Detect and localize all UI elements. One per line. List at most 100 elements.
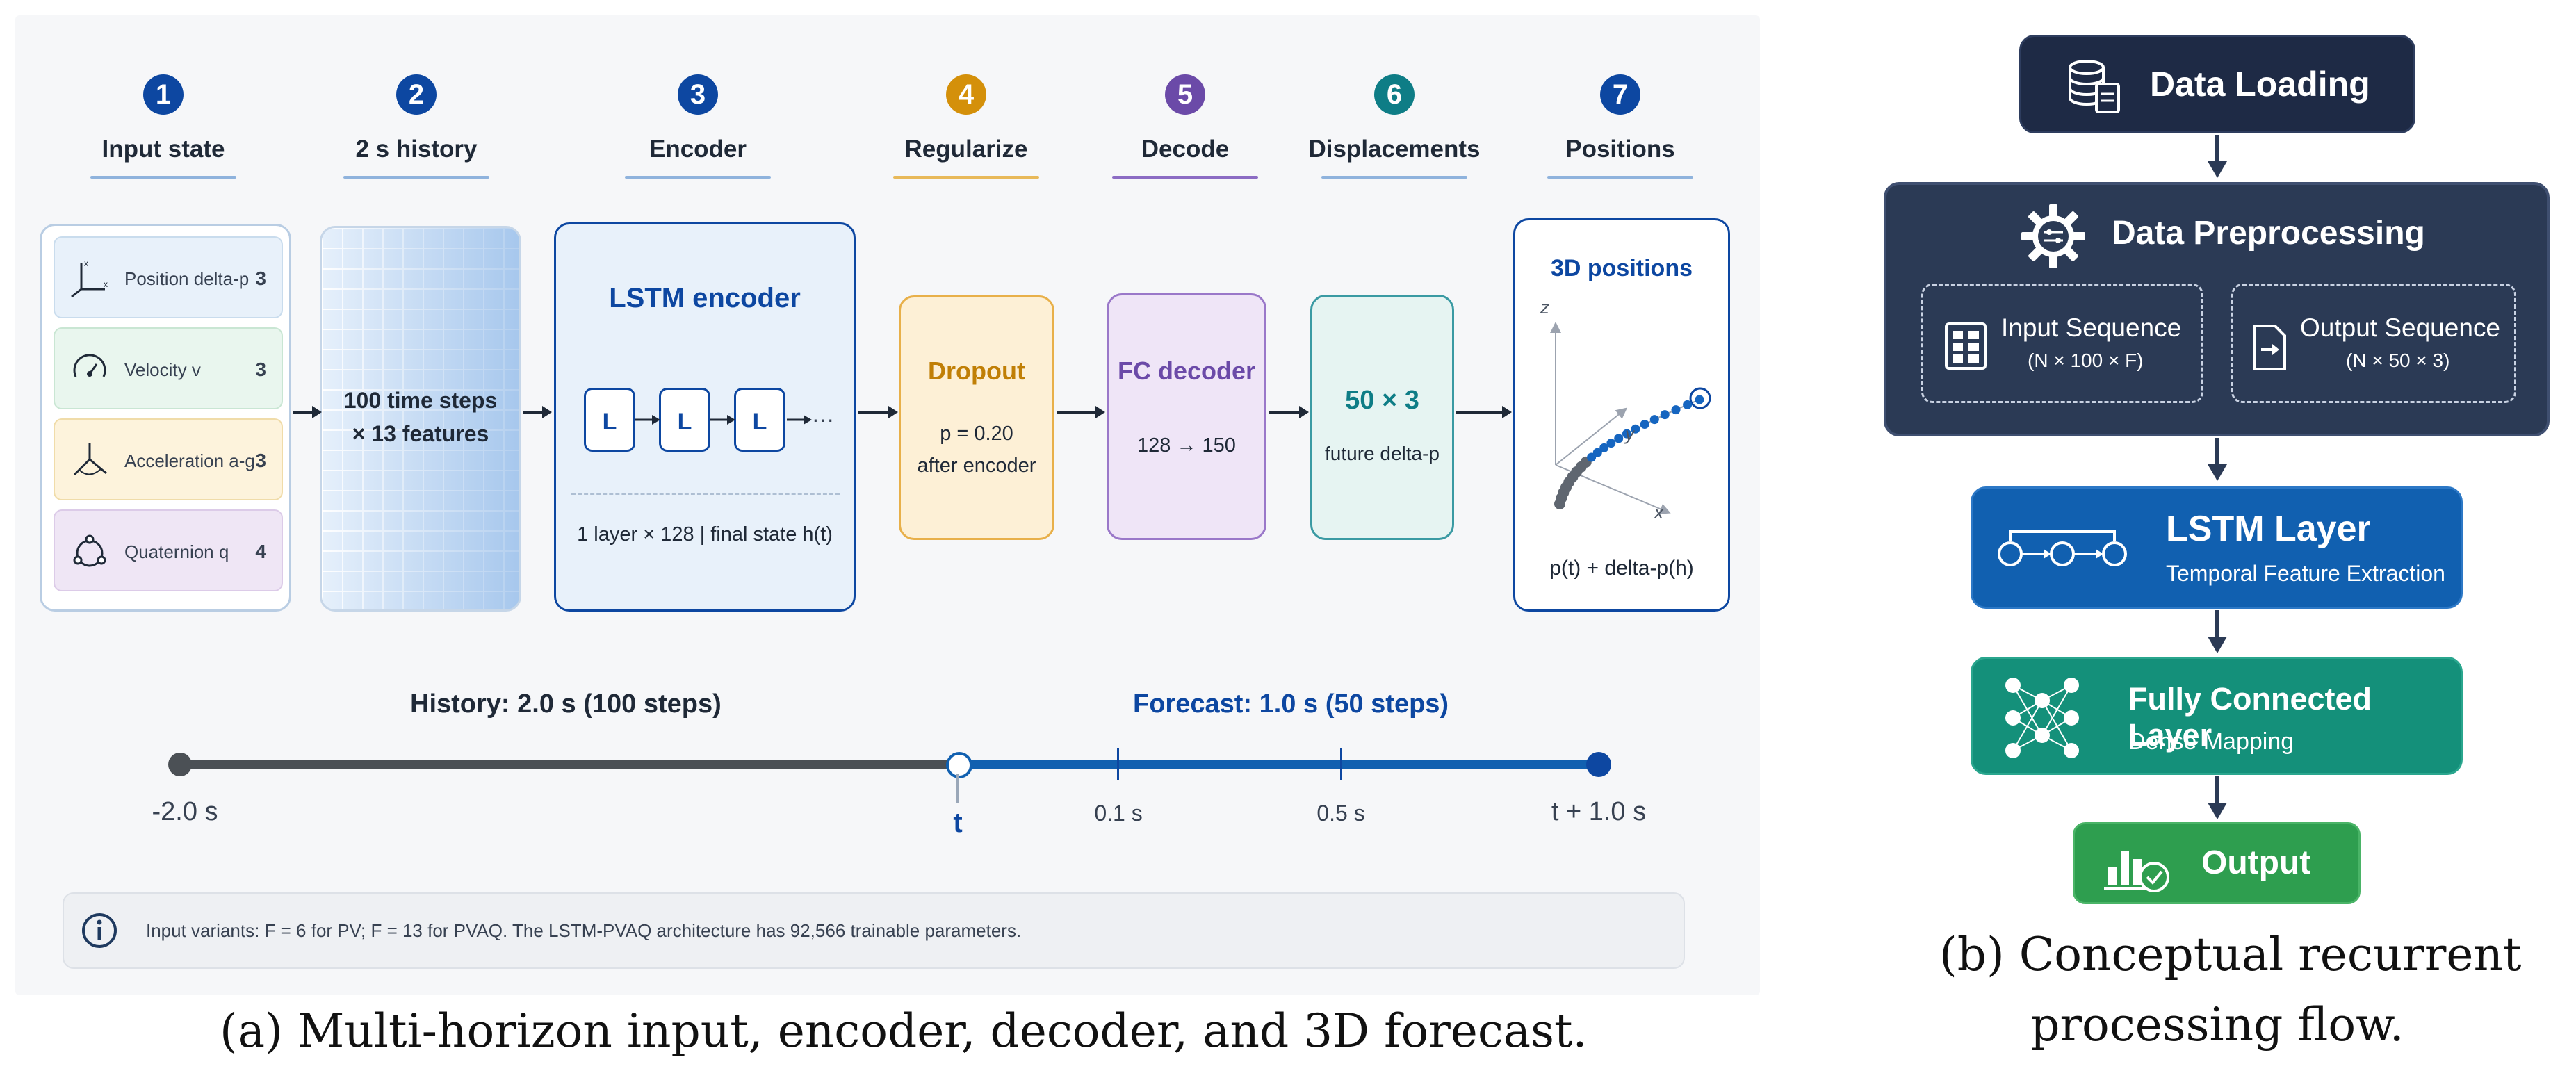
- output-node: Output: [2073, 822, 2361, 904]
- timeline-end-label: t + 1.0 s: [1551, 797, 1647, 826]
- displacements-title: 50 × 3: [1345, 386, 1419, 415]
- timeline-tick-label: 0.5 s: [1316, 801, 1365, 826]
- step-2: 2 2 s history: [298, 59, 535, 198]
- input-row-quaternion: Quaternion q 4: [54, 509, 283, 591]
- timeline-start-label: -2.0 s: [152, 797, 218, 826]
- input-dim: 4: [255, 541, 266, 562]
- positions-box: 3D positions z y x p(t) + delta-p(h): [1513, 218, 1730, 612]
- neural-network-icon: [2005, 678, 2079, 758]
- database-document-icon: [2069, 60, 2120, 113]
- decoder-detail: 128 → 150: [1137, 434, 1236, 457]
- encoder-note: 1 layer × 128 | final state h(t): [577, 523, 833, 546]
- orbit-icon: [73, 534, 106, 567]
- flow-arrow: [1057, 406, 1105, 418]
- trajectory-point: [1649, 415, 1659, 425]
- displacements-box: 50 × 3 future delta-p: [1310, 295, 1454, 540]
- trajectory-point: [1671, 405, 1681, 415]
- down-arrow: [2208, 610, 2227, 653]
- dropout-box: Dropout p = 0.20 after encoder: [899, 295, 1054, 540]
- down-arrow: [2208, 438, 2227, 481]
- forecast-track: [959, 760, 1600, 769]
- step-underline: [1112, 176, 1258, 179]
- info-bar: Input variants: F = 6 for PV; F = 13 for…: [63, 892, 1685, 969]
- step-number: 6: [1374, 74, 1415, 115]
- timeline-now-marker: [946, 752, 972, 778]
- timeline-tick: [1340, 748, 1342, 780]
- dropout-position: after encoder: [917, 455, 1036, 477]
- export-document-icon: [2253, 325, 2286, 370]
- step-4: 4 Regularize: [848, 59, 1084, 198]
- step-label: Regularize: [904, 136, 1028, 163]
- step-underline: [1321, 176, 1467, 179]
- flow-arrow: [1269, 406, 1309, 418]
- encoder-ellipsis: ···: [812, 407, 834, 432]
- step-label: Encoder: [649, 136, 747, 163]
- step-6: 6 Displacements: [1276, 59, 1513, 198]
- step-number: 1: [143, 74, 184, 115]
- history-box: 100 time steps × 13 features: [320, 226, 521, 612]
- trajectory-point: [1695, 395, 1704, 404]
- history-track: [180, 760, 959, 769]
- step-label: 2 s history: [355, 136, 478, 163]
- flow-arrow: [858, 406, 898, 418]
- lstm-layer-title: LSTM Layer: [2166, 509, 2371, 549]
- recurrent-loop-icon: [1998, 530, 2127, 566]
- output-title: Output: [2201, 844, 2311, 881]
- axes-icon: x x: [71, 259, 108, 298]
- output-sequence-shape: (N × 50 × 3): [2346, 350, 2450, 371]
- data-loading-title: Data Loading: [2150, 65, 2370, 104]
- trajectory-plot: [1550, 322, 1711, 514]
- timeline-now-label: t: [953, 808, 963, 838]
- trajectory-point: [1683, 400, 1693, 409]
- step-1: 1 Input state: [45, 59, 282, 198]
- trajectory-point: [1606, 439, 1616, 448]
- output-sequence-card: Output Sequence (N × 50 × 3): [2231, 284, 2516, 403]
- step-3: 3 Encoder: [580, 59, 816, 198]
- input-sequence-card: Input Sequence (N × 100 × F): [1921, 284, 2203, 403]
- step-number: 3: [678, 74, 718, 115]
- lstm-layer-subtitle: Temporal Feature Extraction: [2166, 561, 2445, 586]
- fully-connected-node: Fully Connected Layer Dense Mapping: [1971, 657, 2463, 775]
- caption-b-line-2: processing flow.: [2030, 998, 2404, 1052]
- flow-arrow: [1456, 406, 1512, 418]
- displacements-detail: future delta-p: [1325, 443, 1440, 464]
- fc-layer-subtitle: Dense Mapping: [2128, 728, 2294, 755]
- input-name: Velocity v: [124, 359, 201, 380]
- step-underline: [893, 176, 1039, 179]
- flow-arrow: [523, 406, 552, 418]
- decoder-title: FC decoder: [1117, 357, 1256, 385]
- input-state-box: x x Position delta-p 3 Velocity v 3 Acce…: [40, 224, 291, 612]
- step-7: 7 Positions: [1502, 59, 1738, 198]
- input-row-velocity: Velocity v 3: [54, 327, 283, 409]
- chart-check-icon: [2104, 851, 2169, 892]
- history-line-2: × 13 features: [352, 421, 489, 446]
- forecast-label: Forecast: 1.0 s (50 steps): [1133, 689, 1449, 719]
- panel-a: 1 Input state 2 2 s history 3 Encoder 4 …: [15, 15, 1760, 995]
- caption-b-line-1: (b) Conceptual recurrent: [1939, 928, 2522, 981]
- dropout-title: Dropout: [928, 357, 1025, 385]
- input-dim: 3: [255, 268, 266, 289]
- step-label: Decode: [1141, 136, 1230, 163]
- flow-arrow: [293, 406, 322, 418]
- data-preprocessing-node: Data Preprocessing Input Sequence (N × 1…: [1884, 182, 2550, 436]
- positions-formula: p(t) + delta-p(h): [1549, 557, 1694, 580]
- trajectory-point: [1631, 424, 1640, 434]
- timeline-end-marker: [1586, 752, 1611, 777]
- step-5: 5 Decode: [1067, 59, 1303, 198]
- trajectory-point: [1660, 410, 1670, 420]
- trajectory-point: [1622, 429, 1631, 439]
- history-line-1: 100 time steps: [343, 388, 498, 413]
- caption-a: (a) Multi-horizon input, encoder, decode…: [220, 1004, 1588, 1058]
- gear-icon: [2021, 204, 2085, 268]
- axis-z-label: z: [1540, 297, 1549, 318]
- cell-arrow: [635, 415, 660, 425]
- input-row-acceleration: Acceleration a-g 3: [54, 418, 283, 500]
- step-number: 4: [946, 74, 986, 115]
- axis-y-label: y: [1625, 423, 1634, 444]
- lstm-layer-node: LSTM Layer Temporal Feature Extraction: [1971, 486, 2463, 609]
- history-label: History: 2.0 s (100 steps): [410, 689, 722, 719]
- step-underline: [1547, 176, 1693, 179]
- down-arrow: [2208, 776, 2227, 819]
- input-row-position: x x Position delta-p 3: [54, 236, 283, 318]
- trajectory-point: [1599, 443, 1609, 452]
